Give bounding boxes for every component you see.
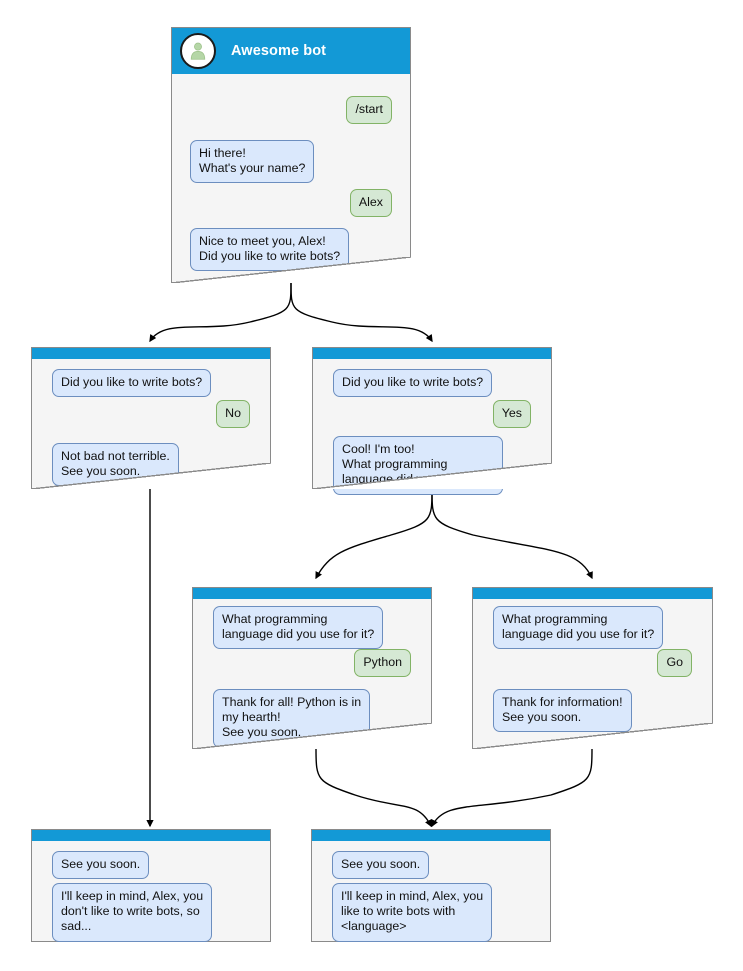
chat-area-go: What programming language did you use fo… xyxy=(473,588,712,748)
edge-root-to-yes xyxy=(290,282,433,343)
bubble-user-no: No xyxy=(216,400,250,429)
chat-area-no: Did you like to write bots? No Not bad n… xyxy=(32,348,270,488)
bubble-bot-lang-question-python: What programming language did you use fo… xyxy=(213,606,384,650)
bubble-user-python: Python xyxy=(354,649,411,678)
bubble-bot-thank-for-information: Thank for information! See you soon. xyxy=(493,689,632,733)
bubble-bot-thank-for-all: Thank for all! Python is in my hearth! S… xyxy=(213,689,371,748)
node-no-branch[interactable]: Did you like to write bots? No Not bad n… xyxy=(31,347,271,489)
chat-area-python: What programming language did you use fo… xyxy=(193,588,431,748)
bubble-bot-greeting: Hi there! What's your name? xyxy=(190,140,315,184)
node-end-sad[interactable]: See you soon. I'll keep in mind, Alex, y… xyxy=(31,829,271,942)
bubble-bot-keep-in-mind-happy: I'll keep in mind, Alex, you like to wri… xyxy=(332,883,493,942)
chat-area-yes: Did you like to write bots? Yes Cool! I'… xyxy=(313,348,551,495)
node-titlebar-no xyxy=(31,347,271,359)
bot-titlebar: Awesome bot xyxy=(171,27,411,74)
bubble-bot-not-bad: Not bad not terrible. See you soon. xyxy=(52,443,179,487)
edge-root-to-no xyxy=(149,282,292,343)
bubble-bot-keep-in-mind-sad: I'll keep in mind, Alex, you don't like … xyxy=(52,883,213,942)
person-avatar-icon xyxy=(180,33,216,69)
chat-area-end-happy: See you soon. I'll keep in mind, Alex, y… xyxy=(312,830,550,942)
bubble-user-start: /start xyxy=(346,96,392,125)
bubble-bot-see-you-soon-sad: See you soon. xyxy=(52,851,150,880)
bubble-bot-see-you-soon-happy: See you soon. xyxy=(332,851,430,880)
bubble-user-name: Alex xyxy=(349,189,392,218)
node-titlebar-go xyxy=(472,587,713,599)
bubble-user-go: Go xyxy=(657,649,692,678)
bubble-bot-nice-to-meet: Nice to meet you, Alex! Did you like to … xyxy=(190,228,350,272)
edge-yes-to-go xyxy=(431,488,593,580)
node-titlebar-python xyxy=(192,587,432,599)
node-titlebar-end-sad xyxy=(31,829,271,841)
node-titlebar-yes xyxy=(312,347,552,359)
bot-name-label: Awesome bot xyxy=(231,43,327,59)
edge-go-to-end-happy xyxy=(431,748,593,828)
bubble-bot-cool-im-too: Cool! I'm too! What programming language… xyxy=(333,436,504,495)
node-go-branch[interactable]: What programming language did you use fo… xyxy=(472,587,713,749)
bubble-bot-question-no: Did you like to write bots? xyxy=(52,369,212,398)
bubble-bot-lang-question-go: What programming language did you use fo… xyxy=(493,606,664,650)
bubble-user-yes: Yes xyxy=(492,400,531,429)
node-root-conversation[interactable]: Awesome bot /start Hi there! What's your… xyxy=(171,27,411,283)
chat-area-end-sad: See you soon. I'll keep in mind, Alex, y… xyxy=(32,830,270,942)
bubble-bot-question-yes: Did you like to write bots? xyxy=(333,369,493,398)
node-python-branch[interactable]: What programming language did you use fo… xyxy=(192,587,432,749)
chat-area-root: /start Hi there! What's your name? Alex … xyxy=(172,28,410,282)
edge-python-to-end-happy xyxy=(315,748,432,828)
node-titlebar-end-happy xyxy=(311,829,551,841)
node-yes-branch[interactable]: Did you like to write bots? Yes Cool! I'… xyxy=(312,347,552,495)
edge-yes-to-python xyxy=(315,488,433,580)
node-end-happy[interactable]: See you soon. I'll keep in mind, Alex, y… xyxy=(311,829,551,942)
